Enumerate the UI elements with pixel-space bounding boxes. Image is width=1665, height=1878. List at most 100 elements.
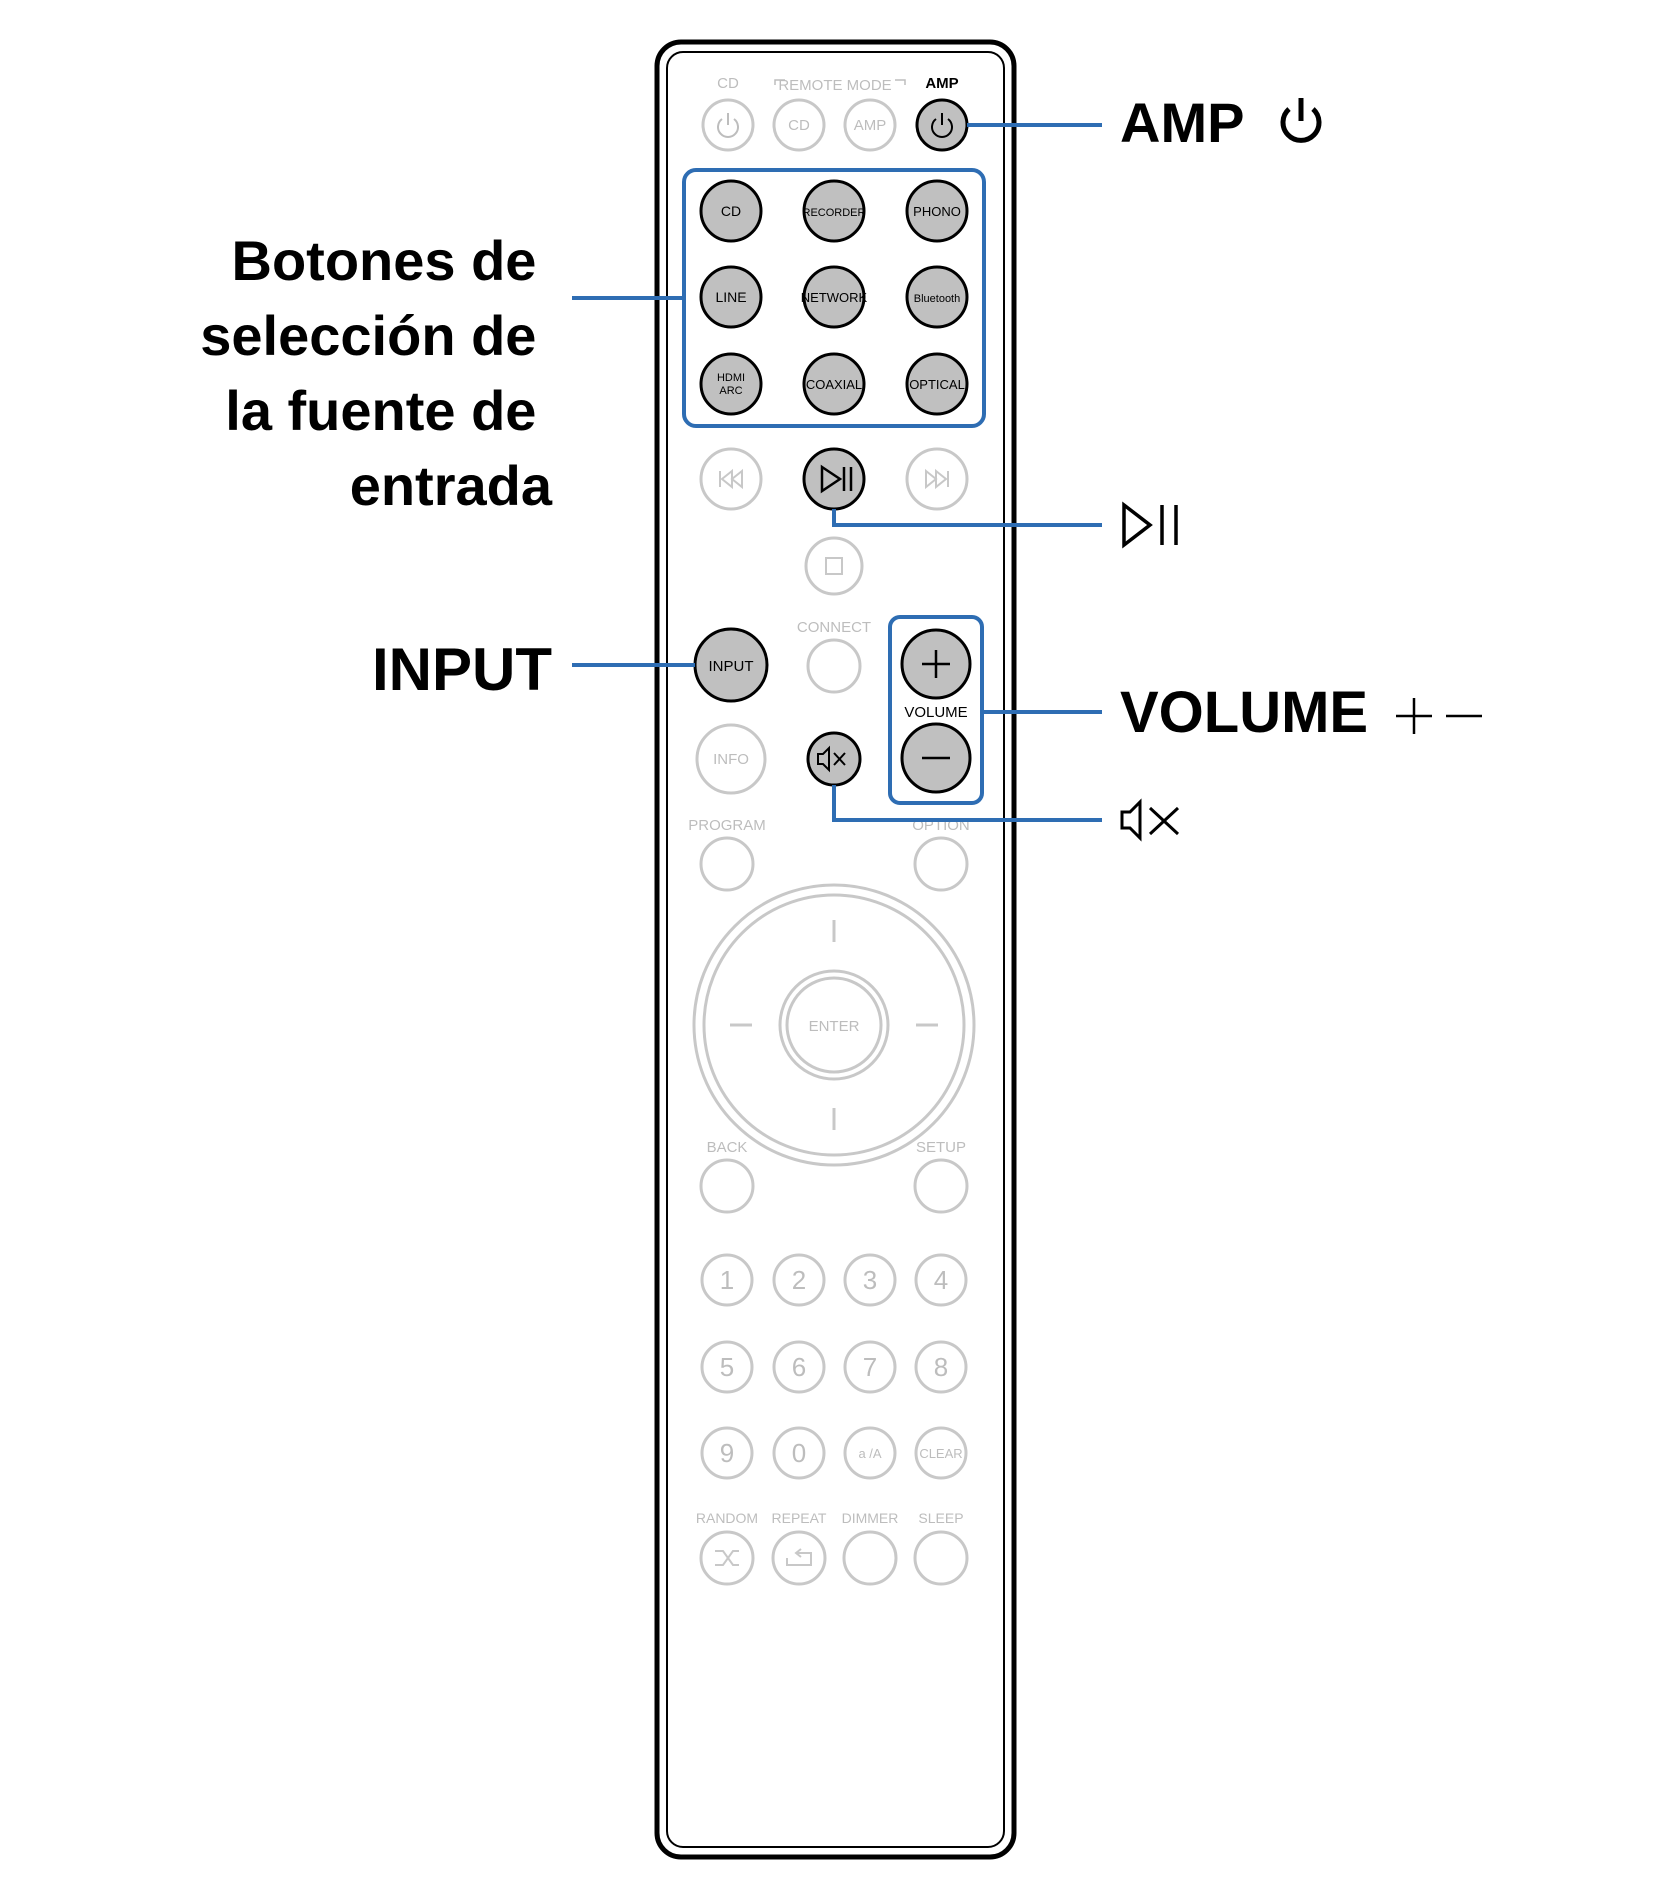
option-button[interactable] [913,836,969,892]
dimmer-button[interactable] [842,1530,898,1586]
input-callout-text: INPUT [372,636,552,703]
number-button-label: 3 [863,1265,877,1295]
bottom-label: SLEEP [918,1510,963,1526]
number-button[interactable]: 3 [843,1253,897,1307]
stop-button[interactable] [804,536,864,596]
random-button[interactable] [699,1530,755,1586]
mute-icon [1120,798,1180,842]
source-button-optical[interactable]: OPTICAL [905,352,969,416]
number-button-label: 5 [720,1352,734,1382]
mute-icon [817,745,846,773]
number-button[interactable]: 2 [772,1253,826,1307]
bottom-label: REPEAT [772,1510,827,1526]
skip-back-icon [719,468,743,490]
number-button-label: 6 [792,1352,806,1382]
svg-text:ENTER: ENTER [809,1018,860,1035]
amp-callout-text: AMP [1120,91,1244,154]
number-button-label: 7 [863,1352,877,1382]
connect-label: CONNECT [797,619,871,636]
setup-label: SETUP [916,1139,966,1156]
mute-button[interactable] [806,731,862,787]
skip-back-button[interactable] [699,447,763,511]
input-button[interactable]: INPUT [693,627,769,703]
number-button-label: 2 [792,1265,806,1295]
volume-down-button[interactable] [900,722,972,794]
repeat-icon [786,1548,812,1566]
plus-icon [922,650,950,678]
skip-forward-button[interactable] [905,447,969,511]
source-button-label: NETWORK [801,290,868,305]
remote-mode-amp-button[interactable]: AMP [843,98,897,152]
remote-mode-label: REMOTE MODE [778,77,891,94]
cd-power-label: CD [717,75,739,92]
number-button[interactable]: 9 [700,1426,754,1480]
number-button-label: 4 [934,1265,948,1295]
play-pause-icon [1122,501,1178,549]
connect-button[interactable] [806,638,862,694]
source-button-label: COAXIAL [806,377,862,392]
source-button-cd[interactable]: CD [699,179,763,243]
play-pause-icon [820,464,853,494]
play-pause-callout-line [832,509,1102,527]
number-button[interactable]: 0 [772,1426,826,1480]
enter-button[interactable]: ENTER [778,969,890,1081]
repeat-button[interactable] [771,1530,827,1586]
source-button-line[interactable]: LINE [699,265,763,329]
number-button-label: 1 [720,1265,734,1295]
number-button[interactable]: CLEAR [914,1426,968,1480]
sleep-button[interactable] [913,1530,969,1586]
source-button-coaxial[interactable]: COAXIAL [802,352,866,416]
plus-icon [1396,698,1432,734]
number-button[interactable]: a /A [843,1426,897,1480]
mute-callout-line [832,785,1102,822]
number-button-label: 8 [934,1352,948,1382]
number-button[interactable]: 1 [700,1253,754,1307]
number-button[interactable]: 7 [843,1340,897,1394]
svg-text:AMP: AMP [854,117,887,134]
svg-text:INFO: INFO [713,751,749,768]
number-button[interactable]: 5 [700,1340,754,1394]
skip-forward-icon [925,468,949,490]
play-pause-button[interactable] [802,447,866,511]
power-icon [717,113,739,138]
source-button-label: RECORDER [803,207,866,219]
power-icon [931,113,953,138]
remote-mode-cd-button[interactable]: CD [772,98,826,152]
source-callout-text: Botones de selección de la fuente de ent… [200,229,553,517]
source-button-label: Bluetooth [914,293,960,305]
number-button[interactable]: 6 [772,1340,826,1394]
program-label: PROGRAM [688,817,766,834]
amp-power-button[interactable] [915,98,969,152]
number-button[interactable]: 8 [914,1340,968,1394]
number-button[interactable]: 4 [914,1253,968,1307]
number-button-label: 0 [792,1438,806,1468]
source-button-bluetooth[interactable]: Bluetooth [905,265,969,329]
cd-power-button[interactable] [701,98,755,152]
source-button-label: LINE [715,289,746,305]
back-label: BACK [707,1139,748,1156]
setup-button[interactable] [913,1158,969,1214]
source-button-label: CD [721,203,741,219]
volume-up-button[interactable] [900,628,972,700]
volume-label: VOLUME [904,704,967,721]
program-button[interactable] [699,836,755,892]
shuffle-icon [715,1550,739,1566]
source-button-phono[interactable]: PHONO [905,179,969,243]
svg-text:INPUT: INPUT [709,658,754,675]
power-icon [1280,98,1322,143]
bottom-label: DIMMER [842,1510,899,1526]
number-button-label: CLEAR [919,1446,962,1461]
source-button-recorder[interactable]: RECORDER [802,179,866,243]
amp-top-label: AMP [925,75,958,92]
remote-body-inner [666,51,1005,1848]
info-button[interactable]: INFO [695,723,767,795]
back-button[interactable] [699,1158,755,1214]
bottom-label: RANDOM [696,1510,758,1526]
source-button-network[interactable]: NETWORK [801,265,868,329]
source-button-label: OPTICAL [909,377,965,392]
svg-text:CD: CD [788,117,810,134]
number-button-label: 9 [720,1438,734,1468]
